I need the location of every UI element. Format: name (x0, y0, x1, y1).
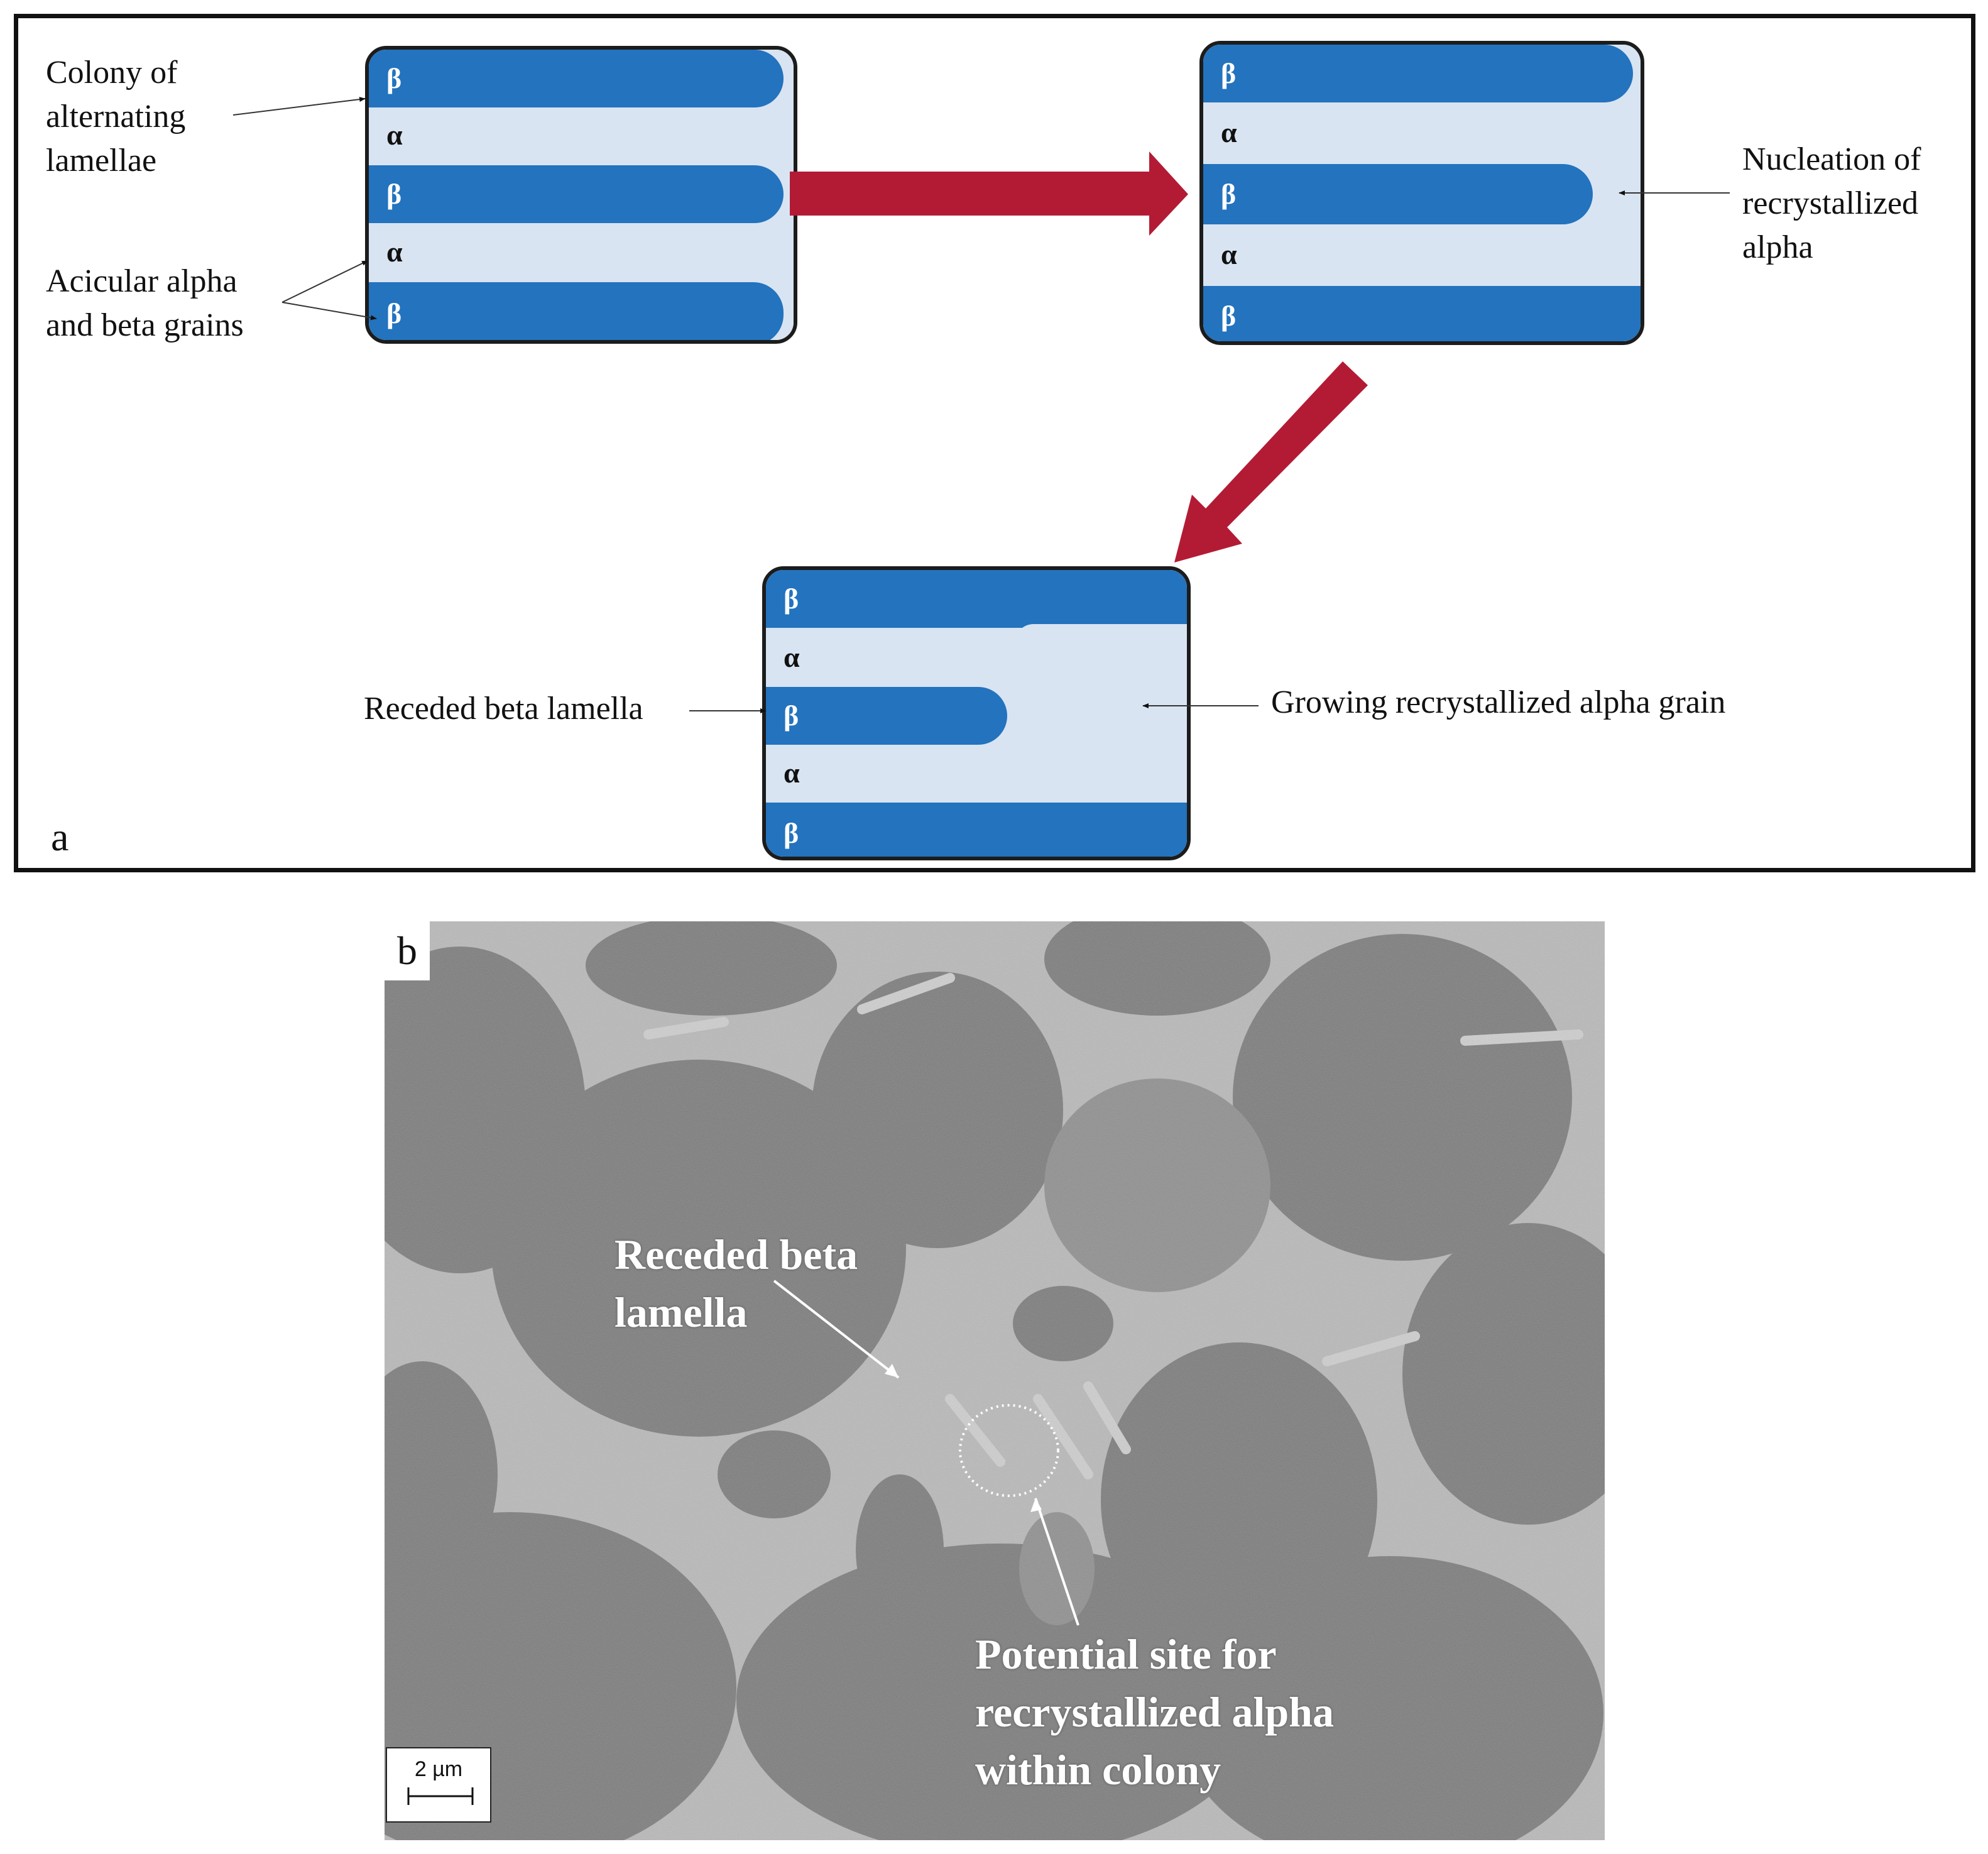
scale-bar-line (407, 1787, 474, 1805)
beta-symbol: β (1221, 57, 1237, 89)
receded-beta-arrowhead (885, 1364, 898, 1378)
sem-micrograph: Receded beta lamella Potential site for … (385, 921, 1605, 1840)
alpha-symbol: α (386, 119, 403, 151)
alpha-lamella: α (369, 224, 784, 280)
sem-texture (385, 921, 1605, 1840)
beta-symbol: β (386, 297, 402, 329)
alpha-lamella: α (766, 630, 1008, 684)
scale-bar-label: 2 µm (414, 1757, 463, 1781)
alpha-symbol: α (386, 236, 403, 268)
label-receded-beta: Receded beta lamella (364, 691, 643, 727)
beta-symbol: β (784, 583, 799, 615)
colony-box-nucleation: β α β α β (1199, 41, 1644, 345)
right-arrow-icon (790, 151, 1188, 236)
colony-box-initial: β α β α β (365, 46, 797, 344)
alpha-symbol: α (784, 641, 800, 673)
recrystallized-alpha-grain (1015, 624, 1187, 806)
label-growing-alpha: Growing recrystallized alpha grain (1271, 684, 1726, 720)
scale-bar: 2 µm (386, 1747, 491, 1823)
beta-symbol: β (1221, 300, 1237, 332)
alpha-symbol: α (784, 757, 800, 789)
schematic-panel: β α β α β β α β α β β α β α β Colony of … (14, 14, 1975, 872)
beta-lamella: β (369, 50, 784, 107)
label-colony: Colony of alternating lamellae (46, 55, 186, 178)
label-potential-site: Potential site for recrystallized alpha … (975, 1630, 1334, 1794)
beta-symbol: β (386, 178, 402, 210)
panel-b-letter: b (385, 921, 430, 980)
leader-acicular-2 (281, 302, 377, 321)
beta-symbol: β (1221, 178, 1237, 210)
potential-site-pointer (1034, 1498, 1079, 1626)
receded-beta-lamella: β (766, 687, 1007, 745)
beta-symbol: β (386, 62, 402, 94)
label-acicular: Acicular alpha and beta grains (46, 263, 244, 343)
alpha-symbol: α (1221, 116, 1237, 148)
alpha-lamella: α (1203, 226, 1633, 283)
leader-acicular-1 (281, 260, 368, 303)
alpha-lamella: α (766, 746, 1008, 800)
panel-a-letter: a (51, 815, 69, 859)
panel-a-annotations (232, 97, 1730, 713)
beta-lamella: β (1203, 45, 1633, 102)
beta-lamella: β (766, 570, 1187, 628)
down-left-arrow-icon (1174, 361, 1368, 562)
alpha-symbol: α (1221, 238, 1237, 270)
leader-colony (232, 97, 366, 116)
colony-box-growth: β α β α β (762, 566, 1191, 860)
label-receded-beta-sem: Receded beta lamella (614, 1231, 858, 1336)
beta-lamella: β (369, 165, 784, 223)
beta-lamella: β (1203, 286, 1641, 341)
potential-site-arrowhead (1030, 1498, 1042, 1512)
beta-lamella: β (766, 803, 1187, 857)
receded-beta-pointer (773, 1280, 900, 1379)
potential-site-circle (959, 1404, 1059, 1497)
alpha-lamella: α (369, 107, 784, 163)
beta-symbol: β (784, 817, 799, 849)
beta-lamella: β (369, 282, 784, 340)
alpha-lamella: α (1203, 104, 1633, 162)
label-nucleation: Nucleation of recrystallized alpha (1742, 141, 1921, 265)
beta-lamella: β (1203, 164, 1593, 224)
beta-symbol: β (784, 699, 799, 732)
